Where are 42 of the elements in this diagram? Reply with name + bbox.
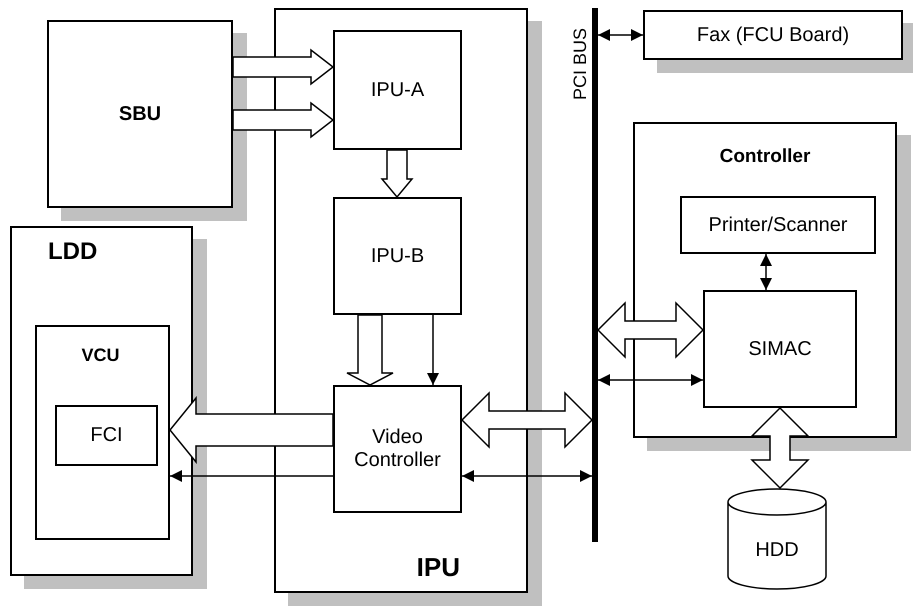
node-label: FCI [90,424,123,447]
bus-bar [592,8,598,542]
process-box [703,290,857,408]
node-label: LDD [48,238,98,266]
arrow [170,470,333,482]
node-label: IPU [416,553,460,583]
process-box [333,197,462,315]
node-label: SBU [118,102,162,126]
node-label: Fax (FCU Board) [696,24,850,46]
process-box [643,10,903,60]
process-box [333,30,462,150]
process-box [680,196,876,254]
process-box [55,405,158,466]
arrow [760,254,772,290]
node-label: SIMAC [748,338,812,360]
unit-box [633,122,897,438]
block-arrow [346,314,394,386]
arrow [598,29,643,41]
node-label: IPU-B [370,244,424,268]
block-arrow [460,391,594,449]
node-label: IPU-A [370,78,424,102]
arrow [598,374,703,386]
block-arrow [232,101,334,139]
node-label: Printer/Scanner [708,214,848,236]
arrow [427,315,439,385]
disk-cylinder [727,488,827,590]
unit-box [47,20,233,208]
block-arrow [169,396,334,464]
block-arrow [750,406,810,490]
node-label: HDD [755,538,799,562]
node-label: Video Controller [353,426,442,472]
block-arrow [596,301,704,359]
block-arrow [380,149,414,198]
unit-box [274,8,528,593]
block-arrow [232,48,334,86]
module-box [35,325,170,540]
bus-label: PCI BUS [571,26,591,102]
unit-box [10,226,193,576]
node-label: Controller [720,146,810,168]
node-label: VCU [81,345,120,366]
arrow [462,470,592,482]
process-box [333,385,462,513]
